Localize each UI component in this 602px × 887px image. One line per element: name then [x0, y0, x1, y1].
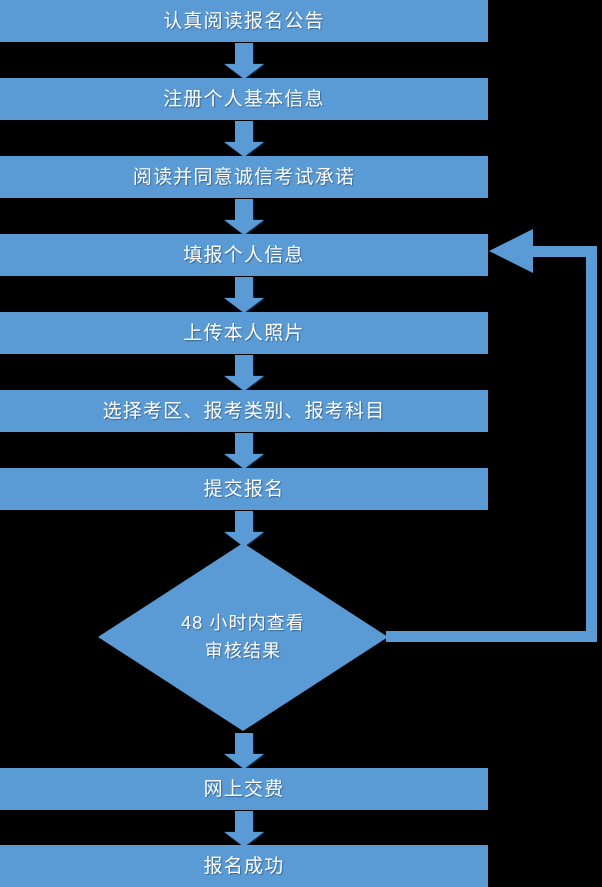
- flow-node-register-basic-info[interactable]: 注册个人基本信息: [0, 78, 488, 120]
- connector-arrow-4: [224, 277, 264, 313]
- connector-arrow-5: [224, 355, 264, 391]
- loop-top-segment: [520, 246, 592, 257]
- loop-vertical-segment: [586, 246, 597, 642]
- flow-node-label: 选择考区、报考类别、报考科目: [102, 400, 386, 422]
- arrow-down-icon: [224, 733, 264, 769]
- decision-label-line-1: 48 小时内查看: [181, 612, 305, 633]
- arrow-down-icon: [224, 511, 264, 547]
- flow-node-label: 认真阅读报名公告: [163, 10, 325, 32]
- connector-arrow-2: [224, 121, 264, 157]
- flow-node-label: 填报个人信息: [183, 244, 305, 266]
- flow-node-label: 提交报名: [203, 478, 285, 500]
- flow-node-integrity-pledge[interactable]: 阅读并同意诚信考试承诺: [0, 156, 488, 198]
- flow-node-label: 注册个人基本信息: [163, 88, 325, 110]
- arrow-down-icon: [224, 121, 264, 157]
- arrow-down-icon: [224, 277, 264, 313]
- decision-text-block: 48 小时内查看 审核结果: [98, 543, 388, 731]
- arrow-down-icon: [224, 811, 264, 847]
- connector-arrow-1: [224, 43, 264, 79]
- connector-arrow-6: [224, 433, 264, 469]
- arrow-down-icon: [224, 433, 264, 469]
- connector-arrow-8: [224, 733, 264, 769]
- flow-node-select-exam-area-category-subject[interactable]: 选择考区、报考类别、报考科目: [0, 390, 488, 432]
- connector-arrow-3: [224, 199, 264, 235]
- arrow-down-icon: [224, 355, 264, 391]
- arrow-down-icon: [224, 199, 264, 235]
- flow-node-label: 报名成功: [203, 855, 285, 877]
- arrow-down-icon: [224, 43, 264, 79]
- loop-bottom-segment: [386, 631, 597, 642]
- loop-arrowhead-left-icon: [489, 229, 533, 273]
- flow-node-label: 网上交费: [203, 778, 285, 800]
- flow-node-fill-personal-info[interactable]: 填报个人信息: [0, 234, 488, 276]
- decision-label-line-2: 审核结果: [204, 640, 282, 661]
- flow-node-label: 阅读并同意诚信考试承诺: [132, 166, 356, 188]
- flow-node-label: 上传本人照片: [183, 322, 305, 344]
- flow-node-submit-application[interactable]: 提交报名: [0, 468, 488, 510]
- connector-arrow-7: [224, 511, 264, 547]
- flow-node-upload-photo[interactable]: 上传本人照片: [0, 312, 488, 354]
- connector-arrow-9: [224, 811, 264, 847]
- flow-node-online-payment[interactable]: 网上交费: [0, 768, 488, 810]
- flow-node-check-review-result[interactable]: 48 小时内查看 审核结果: [98, 543, 388, 731]
- flow-node-read-announcement[interactable]: 认真阅读报名公告: [0, 0, 488, 42]
- flow-node-registration-success[interactable]: 报名成功: [0, 845, 488, 887]
